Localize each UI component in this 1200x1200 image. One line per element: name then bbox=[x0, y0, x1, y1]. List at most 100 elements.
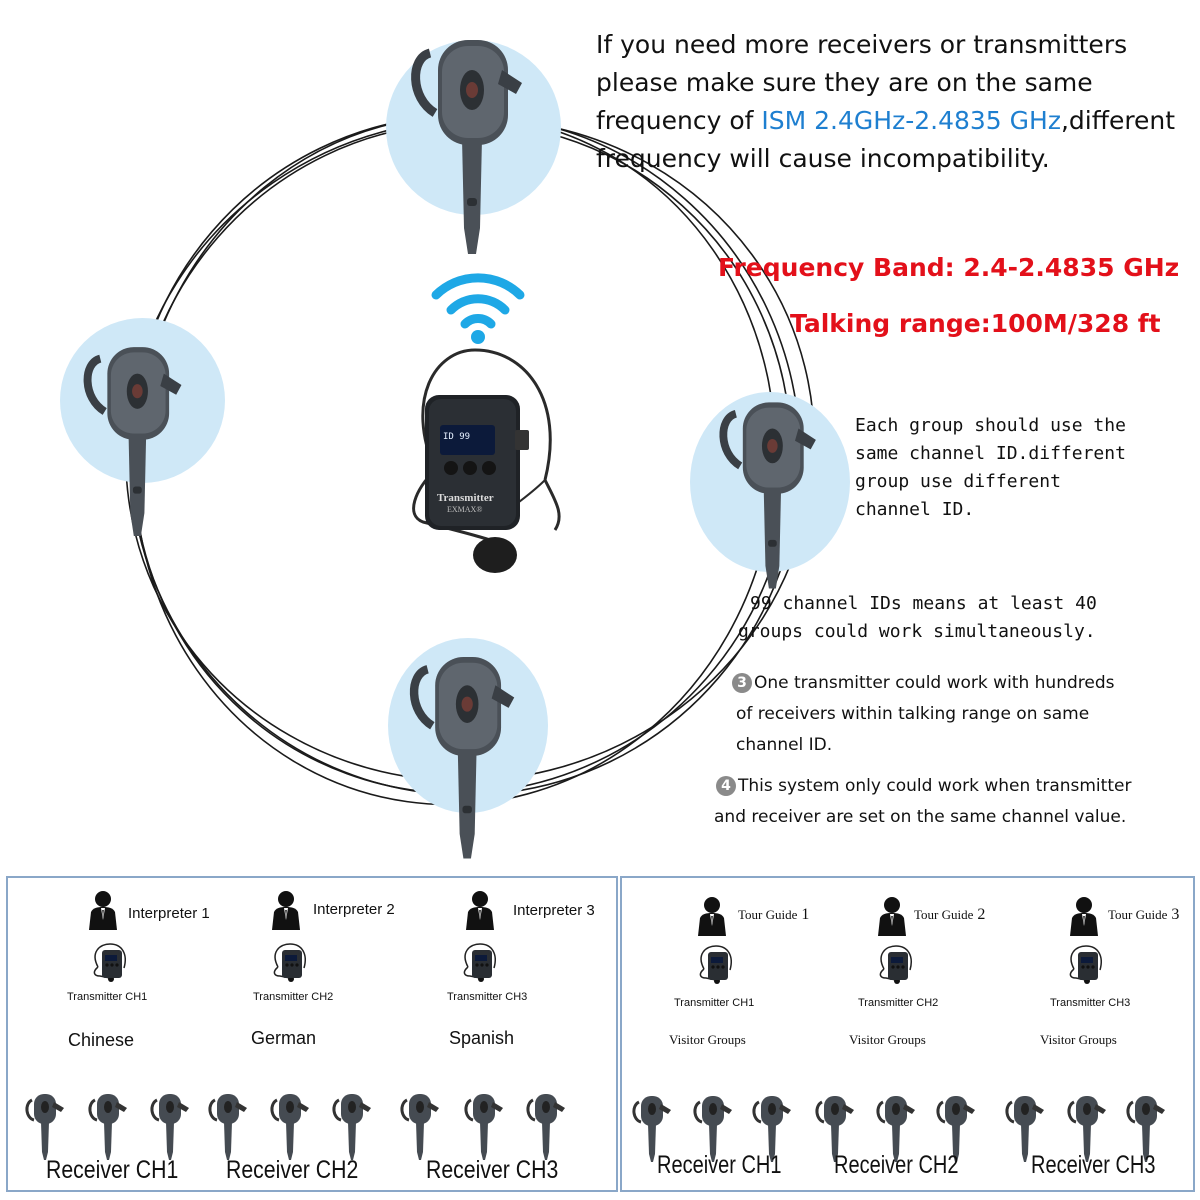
visitor-groups-label: Visitor Groups bbox=[849, 1032, 926, 1047]
note-4-text-1: This system only could work when transmi… bbox=[738, 776, 1132, 796]
receiver-icon bbox=[85, 1090, 131, 1167]
notice-line-3-suffix: ,different bbox=[1060, 106, 1176, 135]
receiver-icon bbox=[749, 1092, 795, 1169]
notice-line-3: frequency of ISM 2.4GHz-2.4835 GHz,diffe… bbox=[596, 102, 1196, 140]
capacity-note-line-2: groups could work simultaneously. bbox=[738, 621, 1096, 642]
transmitter-label: Transmitter CH1 bbox=[67, 991, 148, 1003]
note-3-badge: 3 bbox=[732, 673, 752, 693]
note-3-text-1: One transmitter could work with hundreds bbox=[754, 673, 1115, 693]
person-icon bbox=[462, 890, 498, 935]
device-name: Transmitter bbox=[437, 492, 494, 504]
receiver-label: Receiver CH1 bbox=[657, 1151, 782, 1179]
receiver-icon bbox=[1064, 1092, 1110, 1169]
tour-guide-number: 1 bbox=[801, 906, 810, 923]
language-label: Spanish bbox=[449, 1028, 515, 1048]
person-icon bbox=[694, 896, 730, 941]
tour-guide-text: Tour Guide bbox=[1108, 907, 1168, 922]
person-icon bbox=[874, 896, 910, 941]
tour-guide-number: 3 bbox=[1171, 906, 1180, 923]
receiver-icon bbox=[205, 1090, 251, 1167]
tour-guide-number: 2 bbox=[977, 906, 986, 923]
receiver-icon bbox=[933, 1092, 979, 1169]
language-label: German bbox=[251, 1028, 317, 1048]
receiver-label: Receiver CH2 bbox=[834, 1151, 959, 1179]
tour-guide-text: Tour Guide bbox=[914, 907, 974, 922]
channel-note-line-2: same channel ID.different bbox=[855, 443, 1126, 464]
notice-line-3-prefix: frequency of bbox=[596, 106, 762, 135]
transmitter-label: Transmitter CH2 bbox=[253, 991, 334, 1003]
person-icon bbox=[268, 890, 304, 935]
channel-id-note: Each group should use the same channel I… bbox=[855, 412, 1126, 524]
receiver-icon bbox=[629, 1092, 675, 1169]
device-brand: EXMAX® bbox=[447, 505, 483, 514]
transmitter-label: Transmitter CH3 bbox=[1050, 997, 1131, 1009]
frequency-highlight: ISM 2.4GHz-2.4835 GHz bbox=[761, 106, 1061, 135]
receiver-label: Receiver CH2 bbox=[226, 1156, 359, 1184]
person-icon bbox=[1066, 896, 1102, 941]
receiver-label: Receiver CH3 bbox=[1031, 1151, 1156, 1179]
receiver-icon bbox=[461, 1090, 507, 1167]
capacity-note: 99 channel IDs means at least 40 groups … bbox=[738, 590, 1097, 646]
transmitter-icon bbox=[268, 942, 316, 987]
receiver-label: Receiver CH1 bbox=[46, 1156, 179, 1184]
transmitter-icon bbox=[458, 942, 506, 987]
transmitter-icon bbox=[694, 944, 742, 989]
notice-line-1: If you need more receivers or transmitte… bbox=[596, 30, 1128, 59]
receiver-icon bbox=[690, 1092, 736, 1169]
interpreter-label: Interpreter 2 bbox=[313, 901, 395, 918]
headset-icon bbox=[83, 347, 182, 536]
receiver-icon bbox=[873, 1092, 919, 1169]
channel-note-line-3: group use different bbox=[855, 471, 1061, 492]
device-screen-text: ID 99 bbox=[443, 432, 471, 442]
notice-line-4: frequency will cause incompatibility. bbox=[596, 144, 1050, 173]
interpreter-label: Interpreter 1 bbox=[128, 905, 210, 922]
headset-icon bbox=[409, 657, 515, 859]
receiver-icon bbox=[267, 1090, 313, 1167]
capacity-note-line-1: 99 channel IDs means at least 40 bbox=[750, 593, 1097, 614]
note-4-badge: 4 bbox=[716, 776, 736, 796]
tour-guide-panel bbox=[620, 876, 1195, 1192]
receiver-icon bbox=[329, 1090, 375, 1167]
person-icon bbox=[85, 890, 121, 935]
talking-range-label: Talking range:100M/328 ft bbox=[790, 309, 1161, 338]
visitor-groups-label: Visitor Groups bbox=[669, 1032, 746, 1047]
interpreter-label: Interpreter 3 bbox=[513, 902, 595, 919]
receiver-icon bbox=[812, 1092, 858, 1169]
frequency-band-label: Frequency Band: 2.4-2.4835 GHz bbox=[718, 253, 1180, 282]
transmitter-icon bbox=[1064, 944, 1112, 989]
notice-line-2: please make sure they are on the same bbox=[596, 68, 1093, 97]
compatibility-notice: If you need more receivers or transmitte… bbox=[596, 26, 1196, 178]
transmitter-label: Transmitter CH2 bbox=[858, 997, 939, 1009]
transmitter-device: ID 99 Transmitter EXMAX® bbox=[395, 340, 595, 590]
headset-icon bbox=[411, 40, 522, 254]
transmitter-icon bbox=[874, 944, 922, 989]
note-3-line-2: of receivers within talking range on sam… bbox=[736, 704, 1090, 724]
transmitter-label: Transmitter CH1 bbox=[674, 997, 755, 1009]
visitor-groups-label: Visitor Groups bbox=[1040, 1032, 1117, 1047]
receiver-icon bbox=[523, 1090, 569, 1167]
receiver-icon bbox=[1002, 1092, 1048, 1169]
headset-icon bbox=[719, 402, 816, 589]
receiver-label: Receiver CH3 bbox=[426, 1156, 559, 1184]
receiver-icon bbox=[147, 1090, 193, 1167]
receiver-icon bbox=[397, 1090, 443, 1167]
transmitter-icon bbox=[88, 942, 136, 987]
wifi-icon bbox=[431, 273, 525, 344]
language-label: Chinese bbox=[68, 1030, 135, 1050]
transmitter-label: Transmitter CH3 bbox=[447, 991, 528, 1003]
channel-note-line-1: Each group should use the bbox=[855, 415, 1126, 436]
receiver-icon bbox=[1123, 1092, 1169, 1169]
tour-guide-text: Tour Guide bbox=[738, 907, 798, 922]
note-3-line-3: channel ID. bbox=[736, 735, 833, 755]
interpreter-panel bbox=[6, 876, 618, 1192]
channel-note-line-4: channel ID. bbox=[855, 499, 975, 520]
receiver-icon bbox=[22, 1090, 68, 1167]
note-4-line-2: and receiver are set on the same channel… bbox=[714, 807, 1127, 827]
